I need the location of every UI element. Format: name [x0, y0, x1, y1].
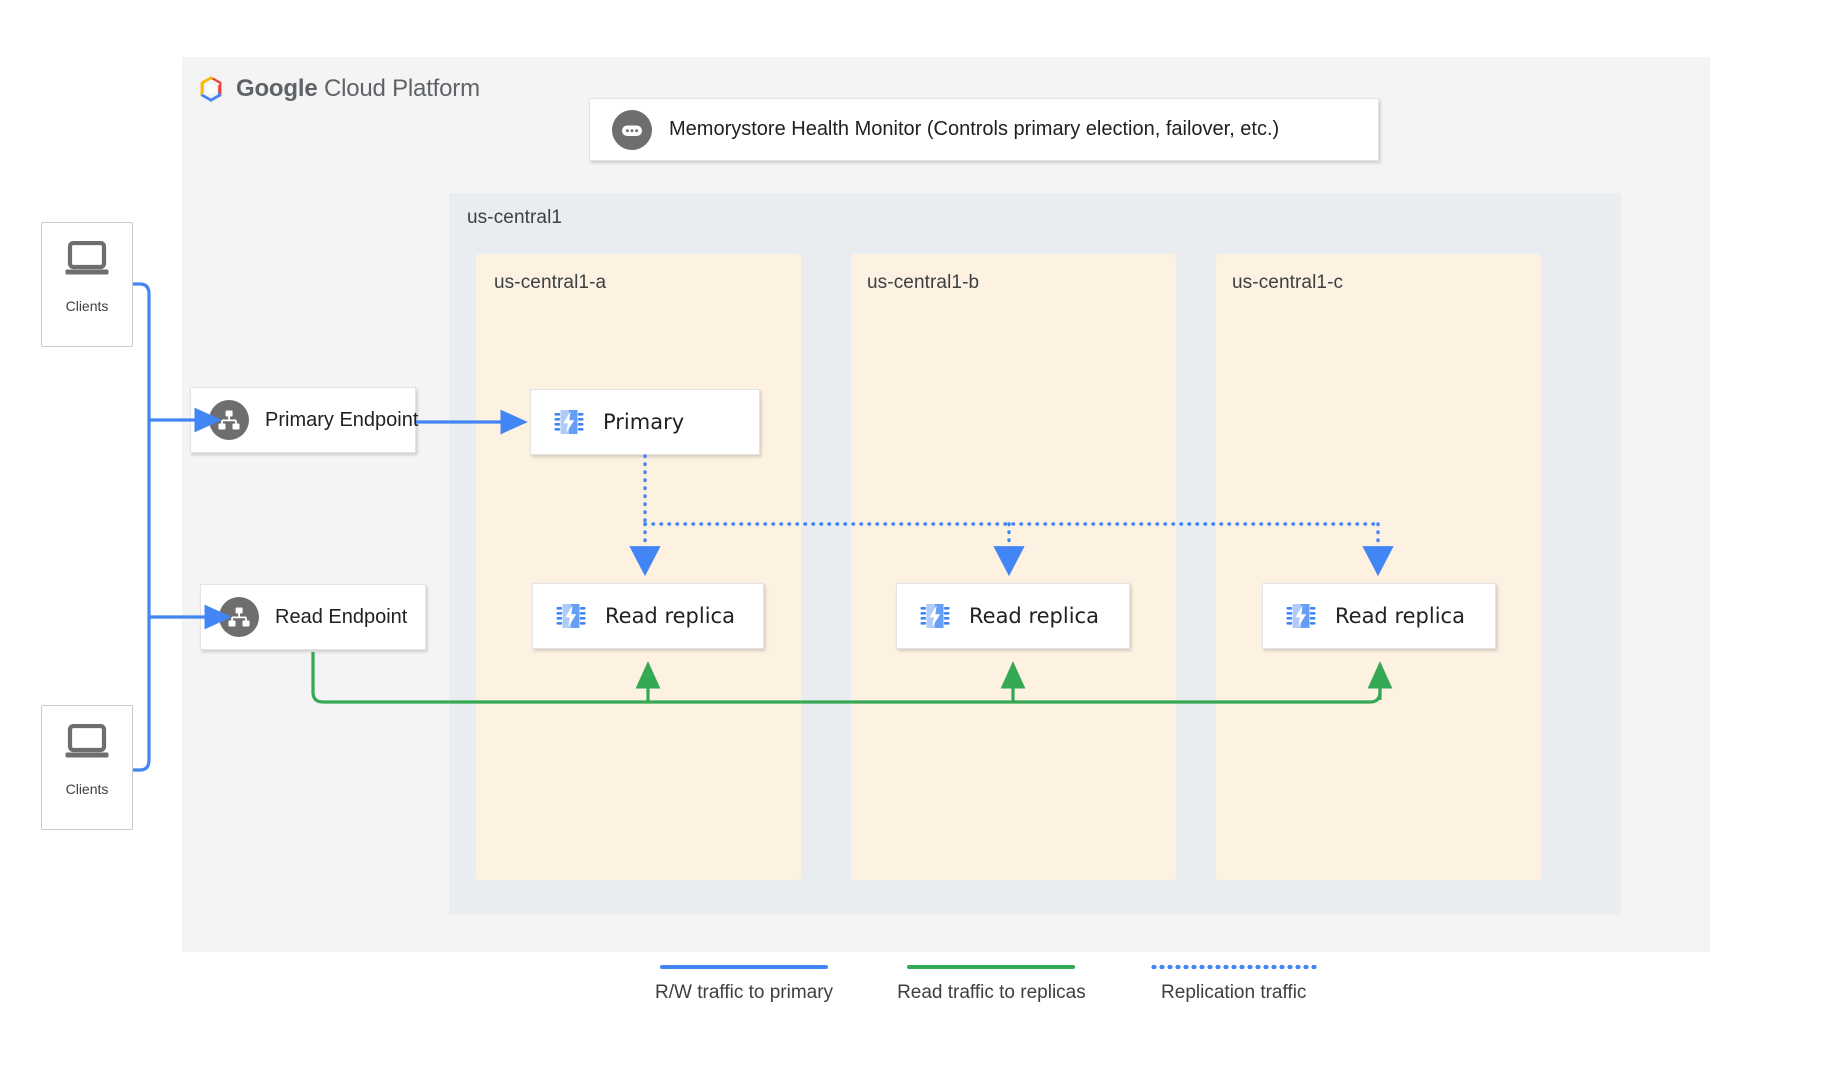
zone-box-us-central1-b	[851, 254, 1176, 880]
legend-label-replication-traffic: Replication traffic	[1161, 982, 1307, 1003]
node-read-replica-c-label: Read replica	[1335, 604, 1465, 628]
gcp-brand-rest: Cloud Platform	[323, 75, 480, 102]
health-monitor-card[interactable]: Memorystore Health Monitor (Controls pri…	[589, 98, 1379, 161]
google-cloud-hexagon-logo-icon	[195, 73, 227, 105]
zone-label-b: us-central1-b	[867, 272, 980, 293]
legend-swatch-blue-solid	[660, 965, 829, 969]
primary-endpoint-card[interactable]: Primary Endpoint	[190, 387, 419, 453]
zone-box-us-central1-a	[476, 254, 801, 880]
legend-item-rw-traffic: R/W traffic to primary	[655, 965, 833, 1004]
node-primary-label: Primary	[603, 410, 685, 434]
clients-box-top[interactable]: Clients	[41, 222, 133, 347]
read-endpoint-label: Read Endpoint	[275, 605, 408, 628]
legend: R/W traffic to primary Read traffic to r…	[655, 965, 1318, 1004]
clients-box-bottom[interactable]: Clients	[41, 705, 133, 830]
legend-swatch-green-solid	[907, 965, 1076, 969]
gcp-brand-text: Google Cloud Platform	[236, 75, 480, 103]
region-label: us-central1	[467, 207, 563, 228]
laptop-icon	[63, 240, 111, 284]
node-read-replica-a[interactable]: Read replica	[532, 583, 764, 649]
gcp-brand: Google Cloud Platform	[195, 73, 480, 105]
network-hierarchy-icon	[209, 400, 249, 440]
legend-swatch-blue-dotted	[1149, 965, 1318, 969]
node-read-replica-a-label: Read replica	[605, 604, 735, 628]
zone-box-us-central1-c	[1216, 254, 1541, 880]
clients-label-top: Clients	[65, 298, 109, 314]
legend-item-replication-traffic: Replication traffic	[1149, 965, 1318, 1004]
node-read-replica-c[interactable]: Read replica	[1262, 583, 1496, 649]
legend-label-read-traffic: Read traffic to replicas	[897, 982, 1086, 1003]
chat-dots-circle-icon	[612, 109, 652, 150]
node-primary[interactable]: Primary	[530, 389, 760, 455]
memorystore-chip-icon	[551, 596, 591, 636]
health-monitor-label: Memorystore Health Monitor (Controls pri…	[669, 118, 1280, 140]
legend-label-rw-traffic: R/W traffic to primary	[655, 982, 834, 1003]
network-hierarchy-icon	[219, 597, 259, 637]
memorystore-chip-icon	[915, 596, 955, 636]
read-endpoint-card[interactable]: Read Endpoint	[200, 584, 426, 650]
primary-endpoint-label: Primary Endpoint	[265, 408, 419, 431]
laptop-icon	[63, 723, 111, 767]
memorystore-chip-icon	[1281, 596, 1321, 636]
legend-item-read-traffic: Read traffic to replicas	[897, 965, 1086, 1004]
zone-label-c: us-central1-c	[1232, 272, 1344, 293]
clients-label-bottom: Clients	[65, 781, 109, 797]
node-read-replica-b-label: Read replica	[969, 604, 1099, 628]
node-read-replica-b[interactable]: Read replica	[896, 583, 1130, 649]
memorystore-chip-icon	[549, 402, 589, 442]
zone-label-a: us-central1-a	[494, 272, 607, 293]
gcp-brand-bold: Google	[236, 75, 318, 102]
